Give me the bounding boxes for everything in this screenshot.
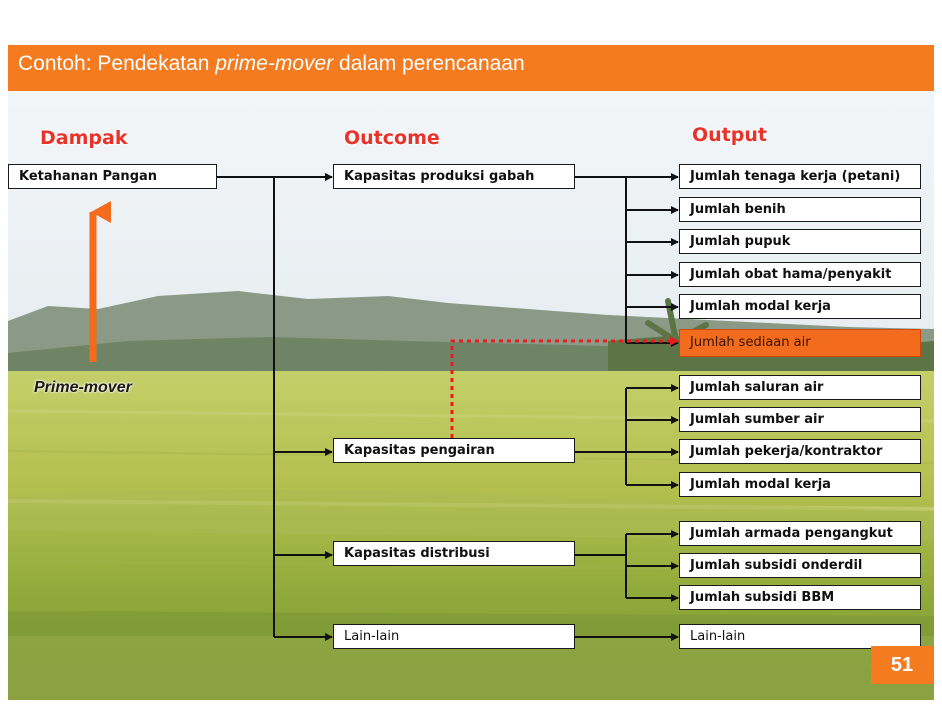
output-box: Jumlah obat hama/penyakit [679, 262, 921, 287]
output-box: Jumlah modal kerja [679, 294, 921, 319]
outcome-box: Kapasitas pengairan [333, 438, 575, 463]
outcome-box: Kapasitas produksi gabah [333, 164, 575, 189]
title-text-italic: prime-mover [215, 52, 334, 75]
page-number: 51 [871, 646, 933, 684]
output-box: Jumlah pupuk [679, 229, 921, 254]
dampak-box: Ketahanan Pangan [8, 164, 217, 189]
header-output: Output [692, 124, 767, 146]
outcome-box: Kapasitas distribusi [333, 541, 575, 566]
output-box: Jumlah sumber air [679, 407, 921, 432]
output-box: Jumlah subsidi BBM [679, 585, 921, 610]
header-dampak: Dampak [40, 127, 128, 149]
output-box-highlighted: Jumlah sediaan air [679, 329, 921, 357]
output-box: Lain-lain [679, 624, 921, 649]
output-box: Jumlah tenaga kerja (petani) [679, 164, 921, 189]
title-text-2: dalam perencanaan [333, 52, 525, 75]
output-box: Jumlah armada pengangkut [679, 521, 921, 546]
prime-mover-dashed-arrow [450, 336, 679, 438]
output-box: Jumlah saluran air [679, 375, 921, 400]
title-text-1: Contoh: Pendekatan [18, 52, 216, 75]
prime-mover-label: Prime-mover [34, 379, 132, 396]
outcome-box: Lain-lain [333, 624, 575, 649]
output-box: Jumlah subsidi onderdil [679, 553, 921, 578]
output-box: Jumlah modal kerja [679, 472, 921, 497]
slide-title: Contoh: Pendekatan prime-mover dalam per… [18, 52, 525, 76]
output-box: Jumlah benih [679, 197, 921, 222]
header-outcome: Outcome [344, 127, 440, 149]
output-box: Jumlah pekerja/kontraktor [679, 439, 921, 464]
title-bar [8, 45, 934, 91]
